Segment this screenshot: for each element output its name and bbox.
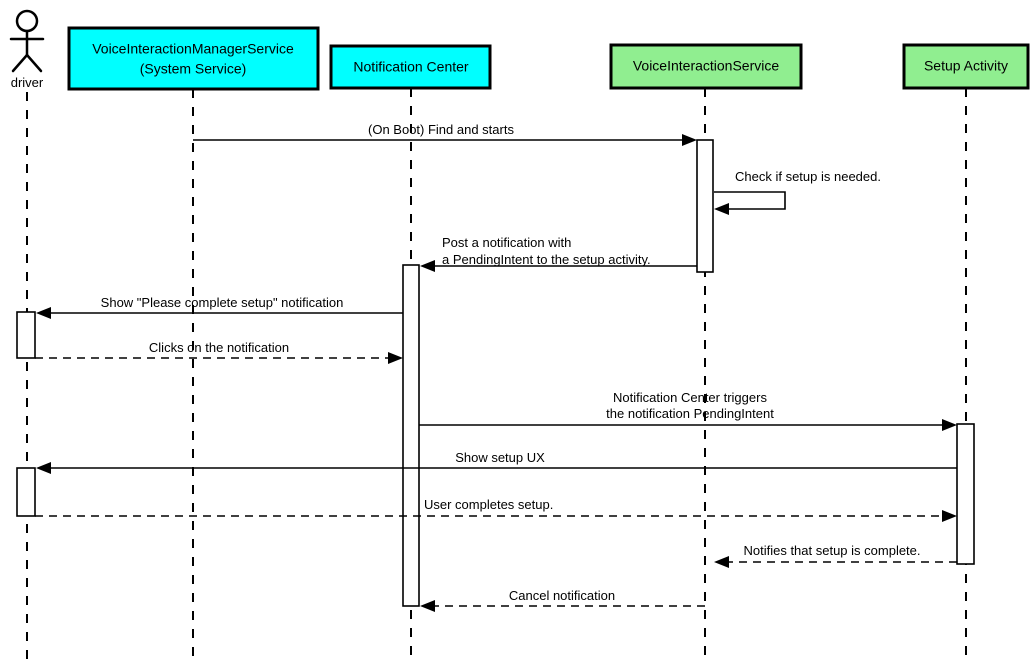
message-label-5: Clicks on the notification — [149, 340, 289, 355]
message-label-10: Cancel notification — [509, 588, 615, 603]
participant-label-vims-line2: (System Service) — [140, 61, 247, 77]
message-post-a-notification[interactable]: Post a notification with a PendingIntent… — [420, 235, 697, 272]
message-notifies-that-setup-is-complete[interactable]: Notifies that setup is complete. — [714, 543, 957, 568]
activation-bars-group — [16, 139, 975, 607]
message-label-4: Show "Please complete setup" notificatio… — [101, 295, 344, 310]
message-cancel-notification[interactable]: Cancel notification — [420, 588, 705, 612]
participant-box-notification-center[interactable] — [329, 44, 492, 90]
participant-box-vims[interactable] — [67, 26, 320, 91]
activation-bar-driver-1 — [16, 311, 36, 359]
activation-bar-vis-1 — [696, 139, 714, 273]
message-label-2: Check if setup is needed. — [735, 169, 881, 184]
participant-label-vims-line1: VoiceInteractionManagerService — [92, 41, 294, 57]
message-label-3-line1: Post a notification with — [442, 235, 571, 250]
message-label-8: User completes setup. — [424, 497, 553, 512]
message-clicks-on-the-notification[interactable]: Clicks on the notification — [35, 340, 403, 364]
message-label-3-line2: a PendingIntent to the setup activity. — [442, 252, 651, 267]
participant-label-driver: driver — [11, 75, 44, 90]
actor-right-leg-icon — [25, 53, 43, 73]
arrowhead-left-3 — [420, 260, 435, 272]
arrowhead-left-9 — [714, 556, 729, 568]
message-label-7: Show setup UX — [455, 450, 545, 465]
arrowhead-left-10 — [420, 600, 435, 612]
message-on-boot-find-and-starts[interactable]: (On Boot) Find and starts — [193, 122, 697, 146]
participant-label-setup-activity: Setup Activity — [924, 58, 1008, 74]
participant-vis[interactable]: VoiceInteractionService — [609, 43, 803, 90]
arrowhead-right-1 — [682, 134, 697, 146]
arrowhead-left-7 — [36, 462, 51, 474]
arrowhead-left-2 — [714, 203, 729, 215]
message-user-completes-setup[interactable]: User completes setup. — [35, 497, 957, 522]
message-notification-center-triggers-pendingintent[interactable]: Notification Center triggers the notific… — [419, 390, 957, 431]
message-label-9: Notifies that setup is complete. — [743, 543, 920, 558]
message-label-1: (On Boot) Find and starts — [368, 122, 514, 137]
arrowhead-right-6 — [942, 419, 957, 431]
participant-box-setup-activity[interactable] — [902, 43, 1030, 90]
message-show-please-complete-setup-notification[interactable]: Show "Please complete setup" notificatio… — [36, 295, 403, 319]
message-check-if-setup-is-needed[interactable]: Check if setup is needed. — [714, 169, 881, 215]
activation-bar-notification-center — [402, 264, 420, 607]
arrowhead-right-5 — [388, 352, 403, 364]
arrowhead-right-8 — [942, 510, 957, 522]
activation-bar-driver-2 — [16, 467, 36, 517]
arrowhead-left-4 — [36, 307, 51, 319]
message-line-2-self — [714, 191, 786, 210]
participant-vims[interactable]: VoiceInteractionManagerService (System S… — [67, 26, 320, 91]
activation-bar-setup-activity — [956, 423, 975, 565]
actor-left-leg-icon — [11, 53, 29, 73]
message-label-6-line2: the notification PendingIntent — [606, 406, 774, 421]
participant-box-vis[interactable] — [609, 43, 803, 90]
participant-driver[interactable]: driver — [9, 9, 45, 90]
participant-label-vis: VoiceInteractionService — [633, 58, 780, 74]
participant-setup-activity[interactable]: Setup Activity — [902, 43, 1030, 90]
participant-label-notification-center: Notification Center — [353, 59, 469, 75]
participant-notification-center[interactable]: Notification Center — [329, 44, 492, 90]
actor-head-icon — [15, 9, 39, 33]
message-show-setup-ux[interactable]: Show setup UX — [36, 450, 957, 474]
message-label-6-line1: Notification Center triggers — [613, 390, 767, 405]
